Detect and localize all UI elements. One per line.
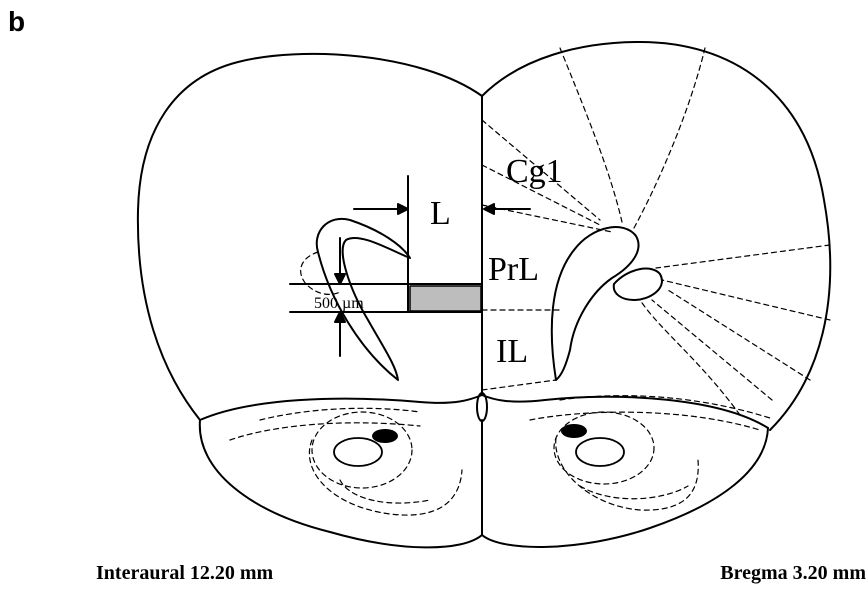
left-hemisphere-outline [138, 54, 482, 420]
left-dark-spot [372, 429, 398, 443]
right-ventricle-crescent [552, 227, 639, 380]
left-ac-ring [334, 438, 382, 466]
right-striatum-lobe [614, 269, 662, 300]
width-arrow-left-head [398, 204, 408, 214]
right-dark-spot [561, 424, 587, 438]
lesion-area [410, 286, 481, 311]
right-hemisphere-outline [482, 42, 830, 430]
label-il: IL [496, 333, 528, 370]
scale-bar-label: 500 µm [314, 295, 364, 312]
scale-arrow-top-head [335, 274, 345, 284]
olfactory-region-outline [200, 420, 768, 547]
label-lesion-width: L [430, 195, 451, 232]
bregma-caption: Bregma 3.20 mm [720, 562, 866, 585]
right-ac-ring [576, 438, 624, 466]
label-prl: PrL [488, 251, 539, 288]
interaural-caption: Interaural 12.20 mm [96, 562, 273, 585]
label-cg1: Cg1 [506, 153, 563, 190]
panel-label: b [8, 6, 25, 38]
